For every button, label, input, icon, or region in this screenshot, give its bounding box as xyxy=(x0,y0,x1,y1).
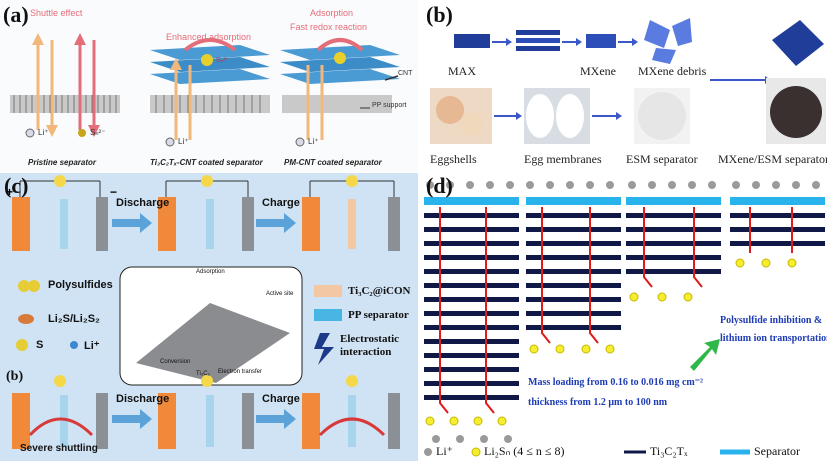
separator-3 xyxy=(626,197,721,205)
annotation-thickness: thickness from 1.2 μm to 100 nm xyxy=(528,397,668,408)
legend-lis-dot xyxy=(471,447,481,457)
panel-d-drawing xyxy=(424,181,825,457)
separator-4 xyxy=(730,197,825,205)
green-arrow xyxy=(690,339,720,371)
legend-li: Li⁺ xyxy=(84,340,100,352)
legend-mx-label: Ti₃C₂Tₓ xyxy=(650,444,688,458)
li-ion-label-2: Li⁺ xyxy=(178,137,189,146)
legend-li2s: Li₂S/Li₂S₂ xyxy=(48,313,100,325)
li-ion-label-1: Li⁺ xyxy=(38,128,49,137)
panel-b-label: (b) xyxy=(426,2,453,27)
charge-bottom: Charge xyxy=(262,393,300,405)
panel-b: (b) MAX MXene MXene debris Eggshells Egg… xyxy=(420,0,827,172)
legend-sep-label: Separator xyxy=(754,444,800,458)
cell-top-left xyxy=(12,175,108,251)
cell-bottom-middle xyxy=(158,375,254,449)
mxene-debris-graphic xyxy=(644,18,692,64)
legend-ti3c2-icon: Ti₃C₂@iCON xyxy=(348,285,411,297)
pm-cnt-separator-graphic xyxy=(280,38,400,140)
max-block xyxy=(454,34,490,48)
enhanced-adsorption-heading: Enhanced adsorption xyxy=(166,32,252,42)
panel-a-drawing xyxy=(10,33,400,147)
li-ion-label-3: Li⁺ xyxy=(308,137,319,146)
inset-conversion: Conversion xyxy=(160,359,191,365)
legend-pp-separator: PP separator xyxy=(348,309,409,321)
ti3c2tx-cnt-separator-graphic xyxy=(150,38,270,140)
sn-ion-label: Sₙ²⁻ xyxy=(90,128,106,137)
panel-a: (a) Shuttle effect Enhanced adsorption A… xyxy=(0,0,418,172)
cell-bottom-right xyxy=(302,375,400,449)
discharge-top: Discharge xyxy=(116,197,170,209)
panel-c: (c) + − Discharge Charge Polysulfides Li… xyxy=(0,173,418,461)
cell-top-right xyxy=(302,175,400,251)
max-label: MAX xyxy=(448,64,477,78)
pristine-separator-graphic xyxy=(10,33,120,137)
annotation-inhibition: Polysulfide inhibition & xyxy=(720,315,823,326)
inset-ti3c2: Ti₃C₂ xyxy=(196,371,210,377)
egg-membranes-label: Egg membranes xyxy=(524,152,602,166)
caption-ti3c2tx-cnt: Ti₃C₂Tₓ-CNT coated separator xyxy=(150,158,263,167)
legend-s: S xyxy=(36,339,44,351)
separator-1 xyxy=(424,197,519,205)
transport-paths xyxy=(439,207,793,414)
separator-2 xyxy=(526,197,621,205)
cell-top-middle xyxy=(158,175,254,251)
panel-d: (d) Mass loading from 0.16 to 0.016 mg c… xyxy=(420,173,827,461)
annotation-transport: lithium ion transportation xyxy=(720,333,827,344)
mxene-layers-4 xyxy=(730,213,825,246)
plus-top-left: + xyxy=(6,185,14,199)
cell-bottom-left xyxy=(12,375,108,449)
panel-d-label: (d) xyxy=(426,173,453,198)
panel-a-label: (a) xyxy=(3,2,29,27)
mxene-layers-3 xyxy=(626,213,721,274)
inset-active-site: Active site xyxy=(266,291,294,297)
caption-pristine: Pristine separator xyxy=(28,158,97,167)
annotation-mass-loading: Mass loading from 0.16 to 0.016 mg cm⁻² xyxy=(528,377,704,388)
legend-electrostatic: Electrostatic interaction xyxy=(340,333,400,358)
pp-support-legend: PP support xyxy=(372,102,407,109)
panel-b-drawing xyxy=(430,18,826,144)
legend-lis-label: Li₂Sₙ (4 ≤ n ≤ 8) xyxy=(484,444,565,458)
caption-pm-cnt: PM-CNT coated separator xyxy=(284,158,382,167)
inset-electron: Electron transfer xyxy=(218,369,263,375)
esm-separator-label: ESM separator xyxy=(626,152,698,166)
panel-c-label: (c) xyxy=(4,173,29,198)
cnt-legend: CNT xyxy=(398,70,413,77)
sx-ion-label: Sₙ²⁻ xyxy=(216,57,230,64)
minus-top-left: − xyxy=(110,185,118,199)
mxene-layers-2 xyxy=(526,213,621,330)
charge-top: Charge xyxy=(262,197,300,209)
legend-polysulfides: Polysulfides xyxy=(48,279,113,291)
mxene-esm-label: MXene/ESM separator xyxy=(718,152,827,166)
legend-li-label: Li⁺ xyxy=(436,444,453,458)
mxene-debris-label: MXene debris xyxy=(638,64,707,78)
mxene-label: MXene xyxy=(580,64,616,78)
composite-top-graphic xyxy=(772,20,824,66)
discharge-bottom: Discharge xyxy=(116,393,170,405)
inset-surface xyxy=(136,303,290,383)
panel-c-drawing xyxy=(12,175,400,449)
inset-adsorption: Adsorption xyxy=(196,269,225,275)
adsorption-heading: Adsorption xyxy=(310,8,354,18)
severe-shuttling: Severe shuttling xyxy=(20,443,98,454)
eggshells-label: Eggshells xyxy=(430,152,477,166)
mxene-layers-1 xyxy=(424,213,519,400)
mxene-stack xyxy=(516,30,560,51)
legend-li-dot xyxy=(424,448,432,456)
shuttle-effect-heading: Shuttle effect xyxy=(30,8,83,18)
fast-redox-heading: Fast redox reaction xyxy=(290,22,368,32)
panel-c-sublabel: (b) xyxy=(6,369,24,384)
